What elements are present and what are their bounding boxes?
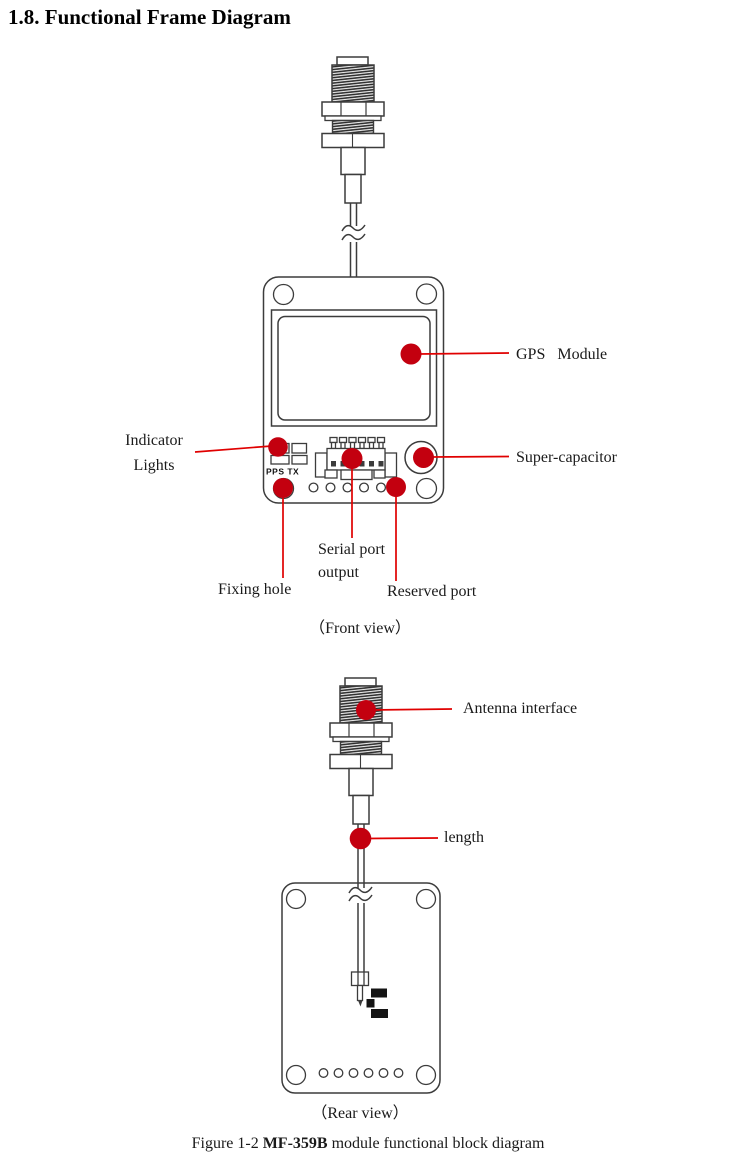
fixing-hole-label: Fixing hole — [218, 581, 292, 598]
callout-dots — [268, 343, 434, 850]
length-line — [367, 837, 439, 840]
serial-port-output-label: Serial port output — [318, 541, 386, 581]
section-heading: 1.8. Functional Frame Diagram — [8, 5, 291, 29]
reserved-port-dot — [386, 477, 406, 497]
figure-caption-model: MF-359B — [262, 1135, 328, 1152]
antenna-interface-dot — [356, 700, 376, 720]
super-capacitor-dot — [413, 447, 434, 468]
solder-pads — [366, 988, 388, 1018]
gps-module-dot — [400, 343, 422, 365]
cable-end-connector — [350, 971, 370, 1007]
length-label: length — [444, 829, 484, 846]
front-pin-holes — [308, 482, 387, 493]
super-capacitor-label: Super-capacitor — [516, 449, 617, 466]
rear-view-caption: （Rear view） — [311, 1105, 409, 1122]
rear-mounting-holes — [285, 888, 437, 1086]
serial-port-dot — [341, 448, 363, 469]
rear-pin-holes — [318, 1068, 404, 1078]
front-antenna-connector — [321, 56, 385, 204]
rear-antenna-connector — [329, 677, 393, 825]
gps-module-line — [418, 352, 510, 355]
gps-shield — [270, 309, 438, 427]
gps-module-label: GPS Module — [516, 346, 608, 363]
reserved-port-label: Reserved port — [387, 583, 477, 600]
antenna-interface-line — [372, 708, 453, 711]
figure-caption-suffix: module functional block diagram — [327, 1135, 545, 1152]
indicator-lights-label: Indicator Lights — [125, 432, 183, 474]
pps-tx-silkscreen: PPS TX — [266, 467, 299, 477]
length-dot — [349, 827, 372, 850]
front-antenna-cable — [341, 203, 366, 277]
indicator-lights-dot — [268, 437, 288, 457]
callout-lines — [194, 352, 510, 840]
figure-caption: Figure 1-2 MF-359B module functional blo… — [12, 1134, 724, 1153]
super-capacitor-line — [430, 455, 510, 458]
indicator-lights-line — [194, 445, 273, 453]
antenna-interface-label: Antenna interface — [463, 700, 578, 717]
front-view-caption: （Front view） — [309, 620, 411, 637]
fixing-hole-dot — [273, 478, 293, 498]
figure-caption-prefix: Figure 1-2 — [191, 1135, 263, 1152]
